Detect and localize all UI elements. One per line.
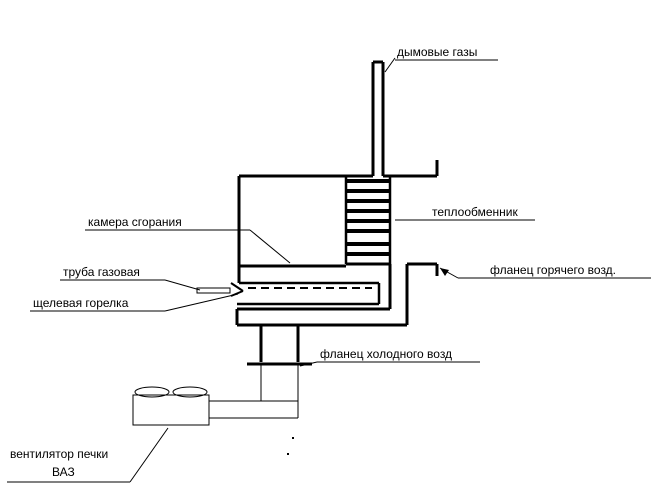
label-slot-burner: щелевая горелка	[33, 296, 129, 310]
label-hot-air-flange: фланец горячего возд.	[490, 263, 616, 277]
flue-pipe	[371, 60, 439, 178]
cold-air-pipe	[209, 325, 312, 419]
label-cold-air-flange: фланец холодного возд	[320, 347, 452, 361]
label-fan-line1: вентилятор печки	[10, 447, 108, 461]
outer-jacket	[235, 262, 439, 327]
hot-air-arrowhead	[440, 268, 449, 276]
label-fan-line2: ВАЗ	[52, 465, 75, 479]
gas-pipe	[196, 287, 231, 294]
burner-tube	[237, 266, 381, 306]
label-combustion-chamber: камера сгорания	[88, 215, 182, 229]
stray-marks	[287, 437, 294, 455]
leader-lines	[7, 57, 651, 483]
fan	[132, 386, 210, 426]
label-heat-exchanger: теплообменник	[432, 205, 519, 219]
label-flue-gas: дымовые газы	[397, 45, 477, 59]
combustion-chamber-wall	[237, 174, 373, 268]
heat-exchanger	[344, 176, 392, 266]
label-gas-pipe: труба газовая	[63, 265, 140, 279]
